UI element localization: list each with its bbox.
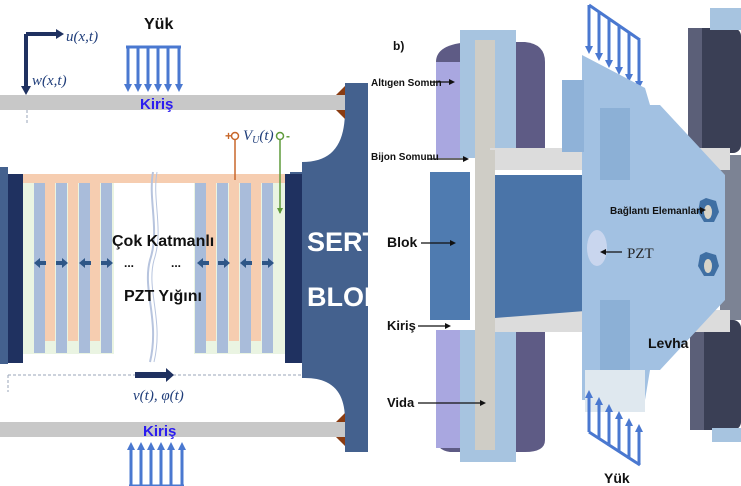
- right-column-top: [688, 8, 741, 153]
- plate-slot-bottom: [600, 300, 630, 375]
- beam-clamp-icon: [336, 86, 345, 446]
- callout-pzt: PZT: [627, 246, 654, 262]
- left-block: [0, 167, 8, 364]
- voltage-terminals-icon: [230, 131, 285, 214]
- callout-plate: Levha: [648, 335, 689, 351]
- callout-load: Yük: [604, 470, 630, 486]
- distributed-load-3d-top-icon: [585, 3, 643, 89]
- fastener-nut-icon: [698, 198, 719, 276]
- load-label-top: Yük: [144, 16, 173, 33]
- callout-block: Blok: [387, 234, 418, 250]
- panel-b: b) Altıgen Somun Bijon Somunu Blok Kiriş…: [371, 3, 741, 486]
- right-screw: [720, 155, 741, 320]
- beam-label-bottom: Kiriş: [143, 423, 176, 440]
- stack-label-line2: PZT Yığını: [124, 288, 202, 305]
- callout-beam: Kiriş: [387, 318, 416, 333]
- distributed-load-3d-bottom-icon: [585, 390, 643, 467]
- callout-fasteners: Bağlantı Elemanları: [610, 206, 703, 217]
- beam-label-top: Kiriş: [140, 96, 173, 113]
- left-end-plate: [8, 174, 23, 363]
- callout-lug-nut: Bijon Somunu: [371, 152, 439, 163]
- plate-slot-top: [600, 108, 630, 180]
- voltage-label: VU(t): [243, 128, 274, 146]
- rigid-block-label-line2: BLOK: [307, 282, 384, 312]
- panel-b-tag: b): [393, 39, 404, 53]
- beam-bottom: [0, 422, 346, 437]
- u-displacement-label: u(x,t): [66, 29, 98, 45]
- distributed-load-top-icon: [124, 45, 183, 92]
- motion-label: v(t), φ(t): [133, 388, 184, 404]
- plate-tab-top: [562, 80, 584, 152]
- beam-top: [0, 95, 346, 110]
- distributed-load-bottom-icon: [127, 442, 186, 486]
- pzt-disc: [587, 230, 607, 266]
- callout-screw: Vida: [387, 395, 415, 410]
- plus-terminal-label: +: [225, 129, 232, 143]
- rigid-block: [290, 83, 368, 452]
- stack-label-line1: Çok Katmanlı: [112, 233, 214, 250]
- panel-a: u(x,t) w(x,t) Yük Kiriş Kiriş: [0, 16, 384, 486]
- ellipsis-right: ...: [171, 256, 181, 270]
- w-displacement-label: w(x,t): [32, 73, 67, 89]
- plate-lower-face: [585, 370, 645, 412]
- callout-hex-nut: Altıgen Somun: [371, 78, 442, 89]
- ellipsis-left: ...: [124, 256, 134, 270]
- block-3d: [495, 175, 598, 318]
- screw-3d: [475, 150, 495, 340]
- strain-arrows-icon: [34, 258, 274, 268]
- right-end-plate: [285, 174, 302, 363]
- right-column-bottom: [690, 320, 741, 442]
- minus-terminal-label: -: [286, 129, 290, 143]
- motion-arrow-icon: [135, 368, 174, 382]
- rigid-block-label-line1: SERT: [307, 227, 380, 257]
- hex-nut-bottom: [436, 300, 545, 462]
